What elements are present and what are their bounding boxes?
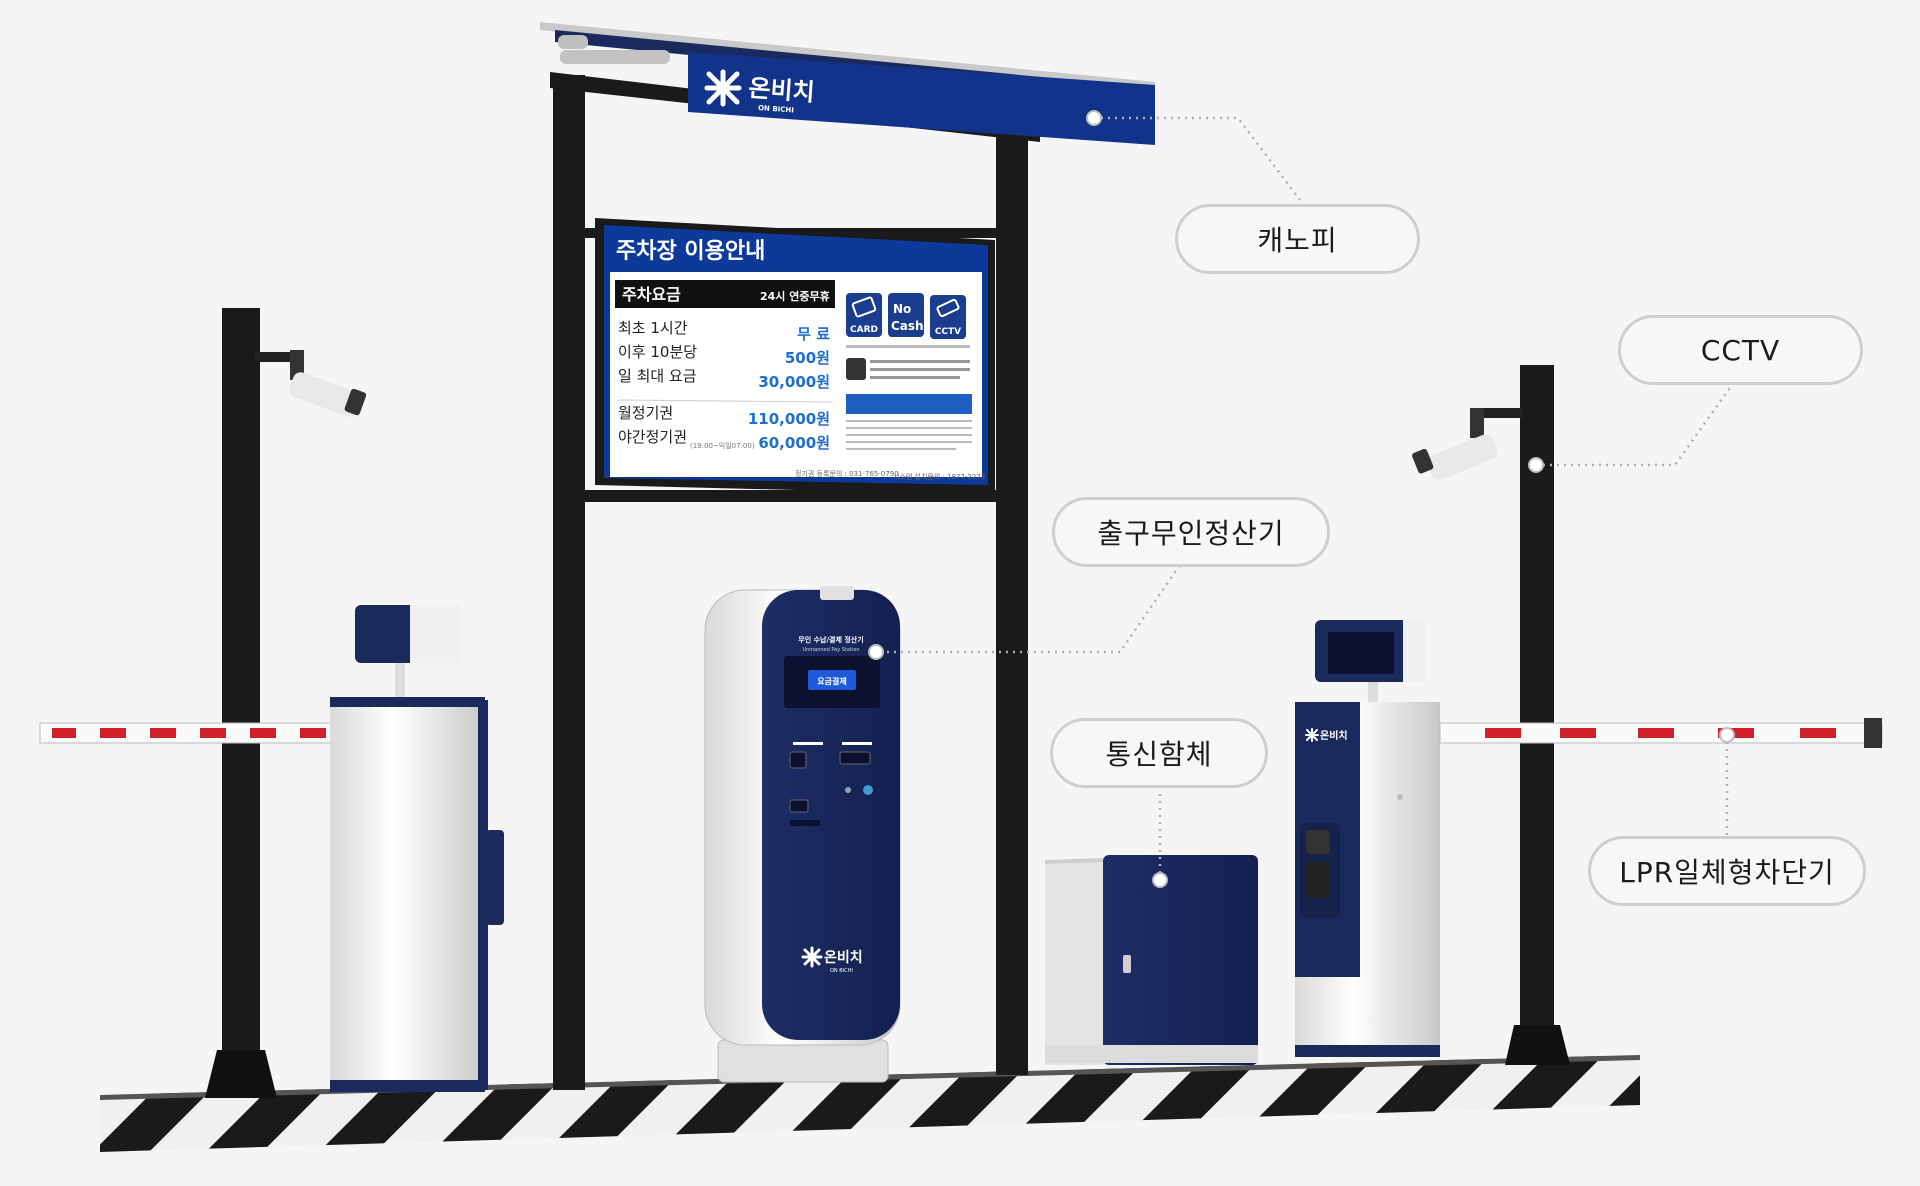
callout-exit-kiosk-label: 출구무인정산기 (1097, 517, 1285, 550)
pass-value: 110,000원 (748, 410, 830, 428)
fee-header: 주차요금 (622, 285, 681, 304)
sign-title: 주차장 이용안내 (616, 239, 765, 264)
pass-label: 야간정기권 (618, 428, 687, 446)
left-cctv-pole (205, 308, 367, 1098)
kiosk-brand: 온비치 (824, 950, 863, 966)
lpr-brand: 온비치 (1320, 729, 1348, 742)
svg-text:Cash: Cash (891, 319, 924, 333)
callout-lpr-barrier-label: LPR일체형차단기 (1619, 856, 1835, 889)
callout-exit-kiosk: 출구무인정산기 (1052, 497, 1330, 567)
communication-box (1045, 855, 1258, 1065)
contact-install: 시스템 설치문의 : 1877-2273 (893, 472, 985, 481)
right-cctv-camera-icon (1412, 408, 1498, 480)
callout-canopy-label: 캐노피 (1257, 224, 1338, 257)
no-cash-badge-icon: No Cash (888, 293, 924, 337)
rate-label: 이후 10분당 (618, 343, 697, 361)
leader-dots (868, 110, 1735, 888)
right-cctv-pole (1412, 365, 1570, 1065)
lpr-brand-logo-icon (1305, 728, 1319, 742)
leader-lines (880, 116, 1734, 880)
canopy-brand-logo-icon (704, 69, 742, 107)
contact-pass: 정기권 등록문의 : 031-765-0790 (795, 469, 899, 478)
kiosk-subtitle: Unmanned Pay Station (802, 647, 859, 653)
callout-comm-box-label: 통신함체 (1105, 738, 1213, 771)
left-lpr-barrier (330, 605, 504, 1092)
kiosk-brand-logo-icon (801, 946, 823, 968)
exit-kiosk: 무인 수납/결제 정산기 Unmanned Pay Station 요금결제 온… (704, 586, 901, 1083)
sign-hours: 24시 연중무휴 (760, 289, 830, 303)
kiosk-pay-button: 요금결제 (817, 676, 846, 686)
callout-comm-box: 통신함체 (1050, 718, 1268, 788)
kiosk-leader-line (880, 564, 1182, 654)
callout-cctv: CCTV (1618, 315, 1863, 385)
rate-label: 최초 1시간 (618, 319, 688, 337)
right-lpr-barrier: 온비치 (1295, 620, 1440, 1057)
kiosk-title: 무인 수납/결제 정산기 (798, 635, 863, 644)
svg-text:CCTV: CCTV (935, 327, 961, 337)
callout-cctv-label: CCTV (1700, 333, 1781, 367)
pass-value: 60,000원 (758, 434, 830, 452)
card-badge-icon: CARD (846, 293, 882, 337)
rate-value: 30,000원 (758, 373, 830, 391)
left-barrier-arm (39, 717, 369, 749)
canopy-brand-sub: ON BICHI (758, 104, 794, 114)
svg-text:No: No (893, 302, 911, 316)
sign-fine-print (846, 345, 972, 450)
rate-value: 500원 (785, 349, 830, 367)
canopy-brand-name: 온비치 (748, 74, 816, 107)
rate-label: 일 최대 요금 (618, 367, 697, 385)
cctv-leader-line (1536, 384, 1734, 467)
canopy-roof: 온비치 ON BICHI (540, 22, 1155, 145)
pass-label: 월정기권 (618, 404, 673, 422)
callout-canopy: 캐노피 (1175, 204, 1420, 274)
kiosk-brand-sub: ON BICHI (830, 968, 853, 974)
left-cctv-camera-icon (289, 350, 367, 417)
right-barrier-arm (1439, 718, 1883, 748)
pass-note: (19:00~익일07:00) (690, 441, 755, 450)
svg-text:CARD: CARD (850, 325, 878, 335)
parking-info-sign: 주차장 이용안내 주차요금 24시 연중무휴 최초 1시간 무 료 이후 10분… (595, 218, 995, 495)
cctv-badge-icon: CCTV (930, 295, 966, 339)
rate-value: 무 료 (797, 325, 830, 343)
callout-lpr-barrier: LPR일체형차단기 (1588, 836, 1866, 906)
